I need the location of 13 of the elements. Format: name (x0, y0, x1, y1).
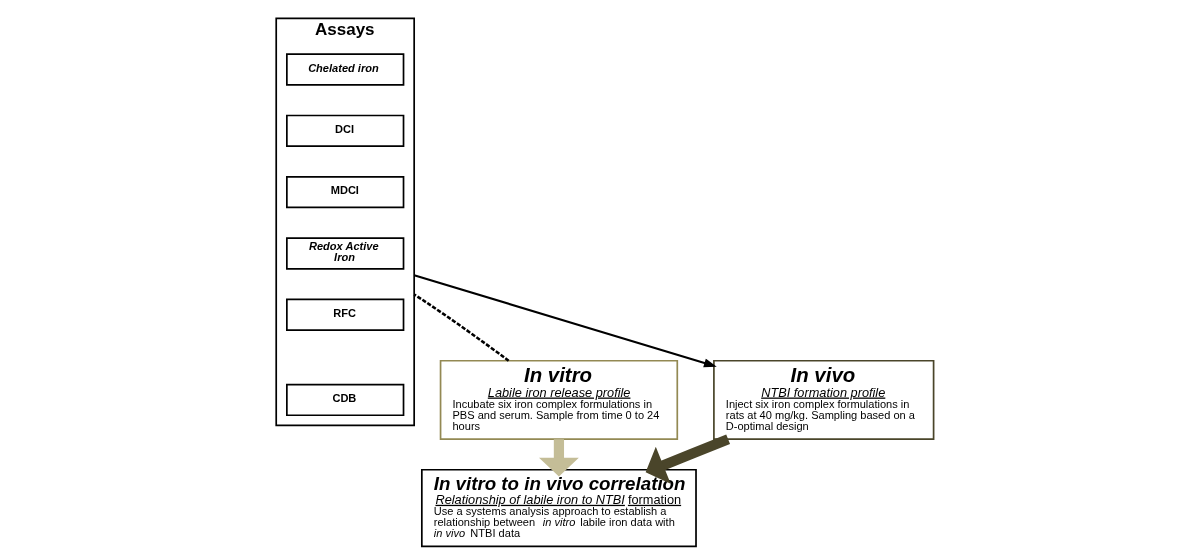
arrow (538, 439, 579, 477)
node-box: Chelated iron (285, 53, 404, 86)
node-box: In vitro Labile iron release profile Incubate six iron complex formulations in PBS and serum. Sample from time 0 to 24 hours (439, 359, 678, 440)
arrow (413, 274, 717, 368)
node-box: In vitro to in vivo correlation Relationship of labile iron to NTBI formation Use a systems analysis approach to establish a relationship between in vitro labile iron data with in vivo NTBI data (420, 468, 697, 548)
node-box: MDCI (285, 175, 404, 209)
arrow (645, 434, 730, 484)
node-box: In vivo NTBI formation profile Inject six iron complex formulations in rats at 40 mg/kg. Sampling based on a D-optimal design (712, 359, 934, 440)
node-box: DCI (285, 114, 404, 147)
node-box: RFC (285, 298, 404, 331)
node-box: Redox Active Iron (285, 237, 404, 270)
node-box: CDB (285, 383, 404, 417)
connector (412, 293, 509, 362)
